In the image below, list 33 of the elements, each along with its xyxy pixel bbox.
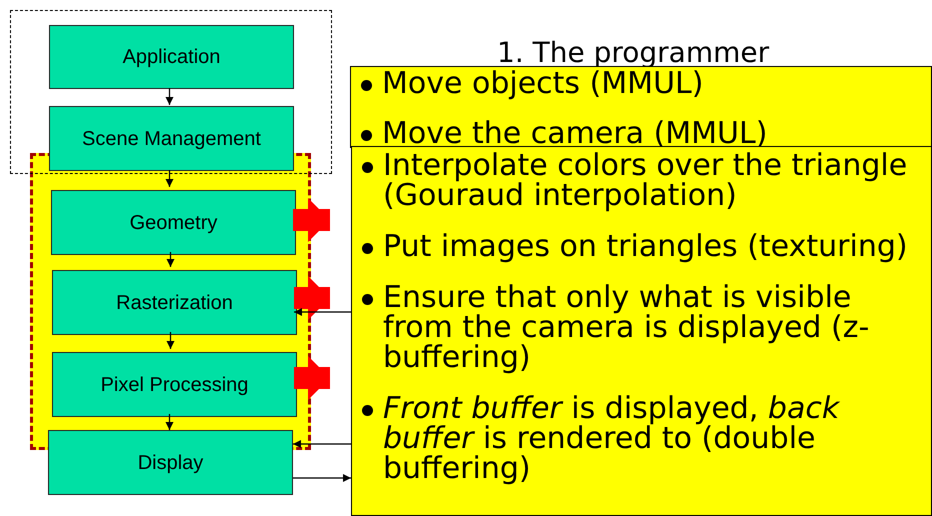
stage-label: Rasterization <box>116 290 233 316</box>
stage-box <box>51 190 296 255</box>
dashed-group-frame <box>10 10 332 174</box>
stage-label: Application <box>122 45 220 70</box>
bullet-list-panel <box>351 146 932 516</box>
bullet-text: Ensure that only what is visible from the camera is displayed (z-buffering) <box>383 283 870 373</box>
stage-box <box>49 106 294 171</box>
stage-label: Scene Management <box>82 126 261 152</box>
stage-label: Pixel Processing <box>100 372 248 398</box>
arrow <box>166 88 174 105</box>
stage-box <box>49 25 294 89</box>
arrow <box>166 332 174 349</box>
arrow <box>293 474 351 482</box>
block-arrow <box>294 356 330 400</box>
block-arrow <box>293 198 330 242</box>
bullet-text: Move objects (MMUL) <box>382 69 704 99</box>
bullet-text: Move the camera (MMUL) <box>382 119 768 147</box>
stage-box <box>48 430 293 495</box>
block-arrow <box>294 276 330 320</box>
stage-box <box>52 352 297 417</box>
stage-box <box>52 270 297 335</box>
bullet-text: Front buffer is displayed, back buffer is rendered to (double buffering) <box>383 394 841 484</box>
heading-text: 1. The programmer <box>497 35 770 70</box>
arrow <box>166 252 174 267</box>
bullet-text: Put images on triangles (texturing) <box>383 232 908 262</box>
arrow <box>166 170 174 187</box>
arrow <box>166 414 174 430</box>
bullet-list-panel <box>350 66 932 148</box>
bullet-text: Interpolate colors over the triangle (Gouraud interpolation) <box>383 151 908 211</box>
stage-label: Geometry <box>130 210 218 236</box>
arrow <box>293 440 351 448</box>
stage-label: Display <box>138 450 204 476</box>
arrow <box>294 308 351 316</box>
